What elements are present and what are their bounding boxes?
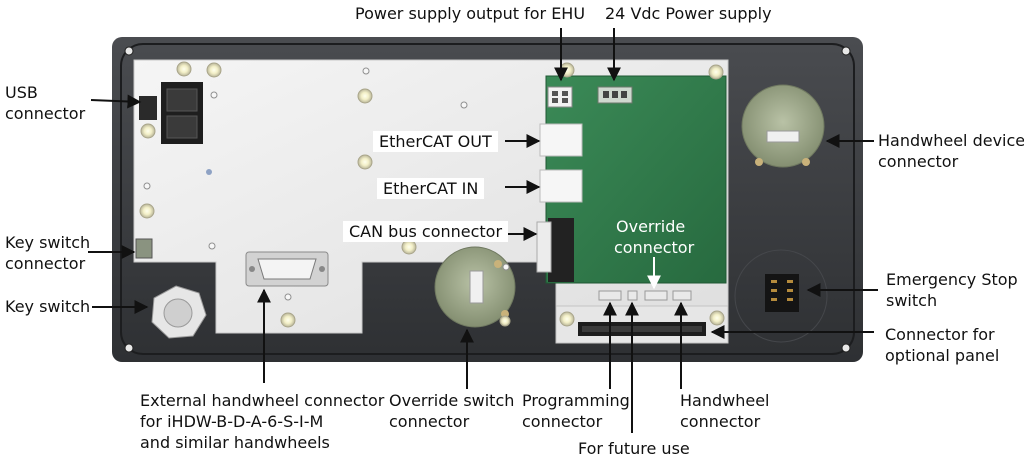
pointer-usb (90, 94, 142, 109)
ethercat-in-port (539, 169, 583, 203)
key-switch (151, 285, 207, 339)
label-power-supply-output: Power supply output for EHU (355, 4, 586, 23)
label-programming-line2: connector (522, 412, 603, 431)
label-key-switch-connector-line1: Key switch (5, 233, 91, 252)
pcb-headers (598, 290, 692, 301)
label-emergency-stop-line1: Emergency Stop (886, 270, 1018, 289)
label-optional-panel-line2: optional panel (885, 346, 1000, 365)
key-switch-connector (135, 238, 153, 259)
label-handwheel-device-line1: Handwheel device (878, 131, 1024, 150)
housing-screw-holes (124, 46, 851, 353)
label-programming-line1: Programming (522, 391, 630, 410)
label-handwheel-line1: Handwheel (680, 391, 770, 410)
label-usb-line1: USB (5, 83, 38, 102)
can-bus-connector (536, 218, 574, 282)
plate-blue-hole (206, 169, 212, 175)
label-override-connector-line2: connector (614, 238, 695, 257)
power-24v-connector (597, 86, 633, 104)
label-usb-line2: connector (5, 104, 86, 123)
label-ethercat-in: EtherCAT IN (377, 178, 485, 199)
emergency-stop-switch (734, 249, 828, 343)
label-external-handwheel-line2: for iHDW-B-D-A-6-S-I-M (140, 412, 324, 431)
label-optional-panel-line1: Connector for (885, 325, 995, 344)
ehu-power-connector (547, 86, 573, 108)
label-emergency-stop-line2: switch (886, 291, 938, 310)
label-ethercat-out: EtherCAT OUT (373, 131, 498, 152)
usb-connector (139, 82, 203, 144)
label-future-use: For future use (578, 439, 690, 458)
label-override-switch-line2: connector (389, 412, 470, 431)
optional-panel-connector (578, 322, 706, 336)
pointer-lines (88, 28, 878, 433)
mounting-standoffs (139, 61, 725, 328)
label-override-switch-line1: Override switch (389, 391, 515, 410)
label-handwheel-device-line2: connector (878, 152, 959, 171)
label-external-handwheel-line3: and similar handwheels (140, 433, 330, 452)
label-can-bus: CAN bus connector (343, 221, 509, 242)
dsub-connector (245, 251, 329, 287)
label-power-supply-24v: 24 Vdc Power supply (605, 4, 772, 23)
label-key-switch-connector-line2: connector (5, 254, 86, 273)
housing-inner-edge (120, 43, 855, 355)
plate-small-holes (143, 67, 510, 301)
label-external-handwheel-line1: External handwheel connector (140, 391, 385, 410)
handwheel-device-dial (741, 84, 825, 168)
label-handwheel-line2: connector (680, 412, 761, 431)
override-switch-dial (434, 246, 516, 328)
label-override-connector-line1: Override (616, 217, 686, 236)
ethercat-out-port (539, 123, 583, 157)
label-key-switch: Key switch (5, 297, 91, 316)
